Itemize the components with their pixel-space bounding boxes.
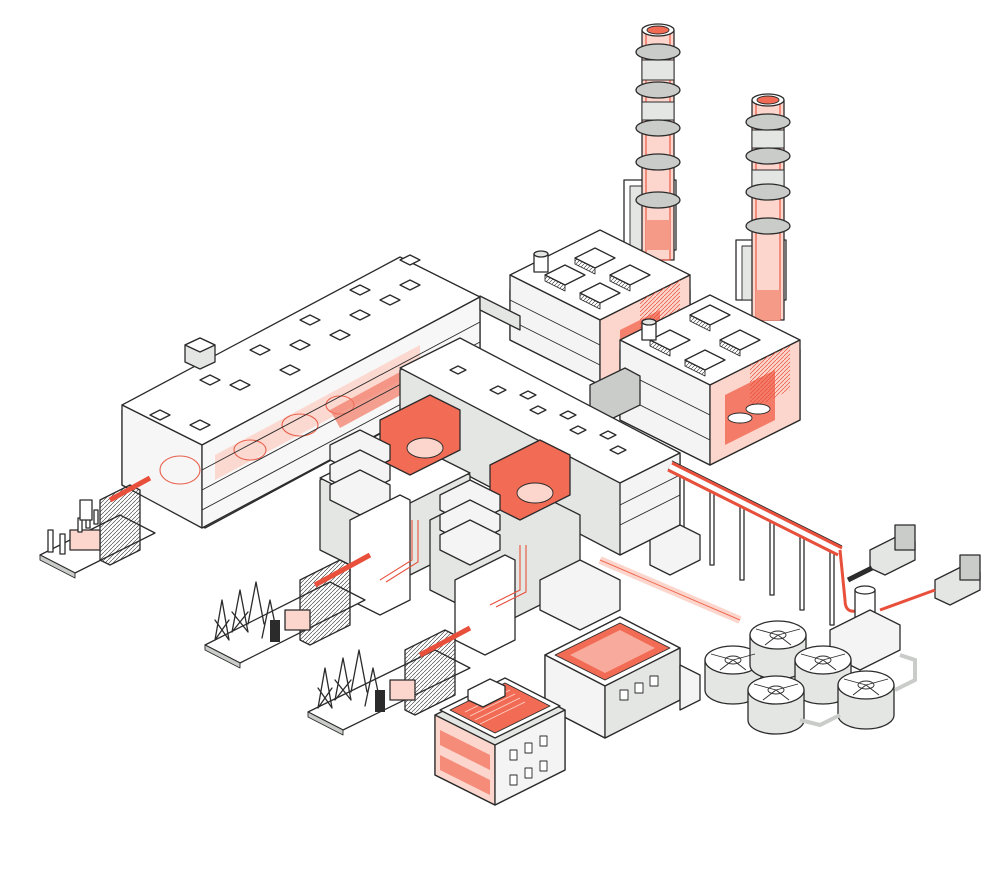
boiler-house-2	[589, 294, 801, 466]
pump-units	[829, 524, 981, 671]
chimney-1	[623, 23, 681, 261]
transformer-yard-1	[39, 475, 156, 579]
switchyard-1	[204, 552, 372, 669]
pipe-rack	[598, 460, 871, 626]
turbine-hall	[121, 254, 481, 529]
storage-tanks	[704, 620, 917, 735]
office-building	[434, 677, 566, 806]
control-building	[544, 616, 701, 739]
switchyard-2	[307, 625, 472, 736]
chimney-2	[735, 93, 791, 321]
